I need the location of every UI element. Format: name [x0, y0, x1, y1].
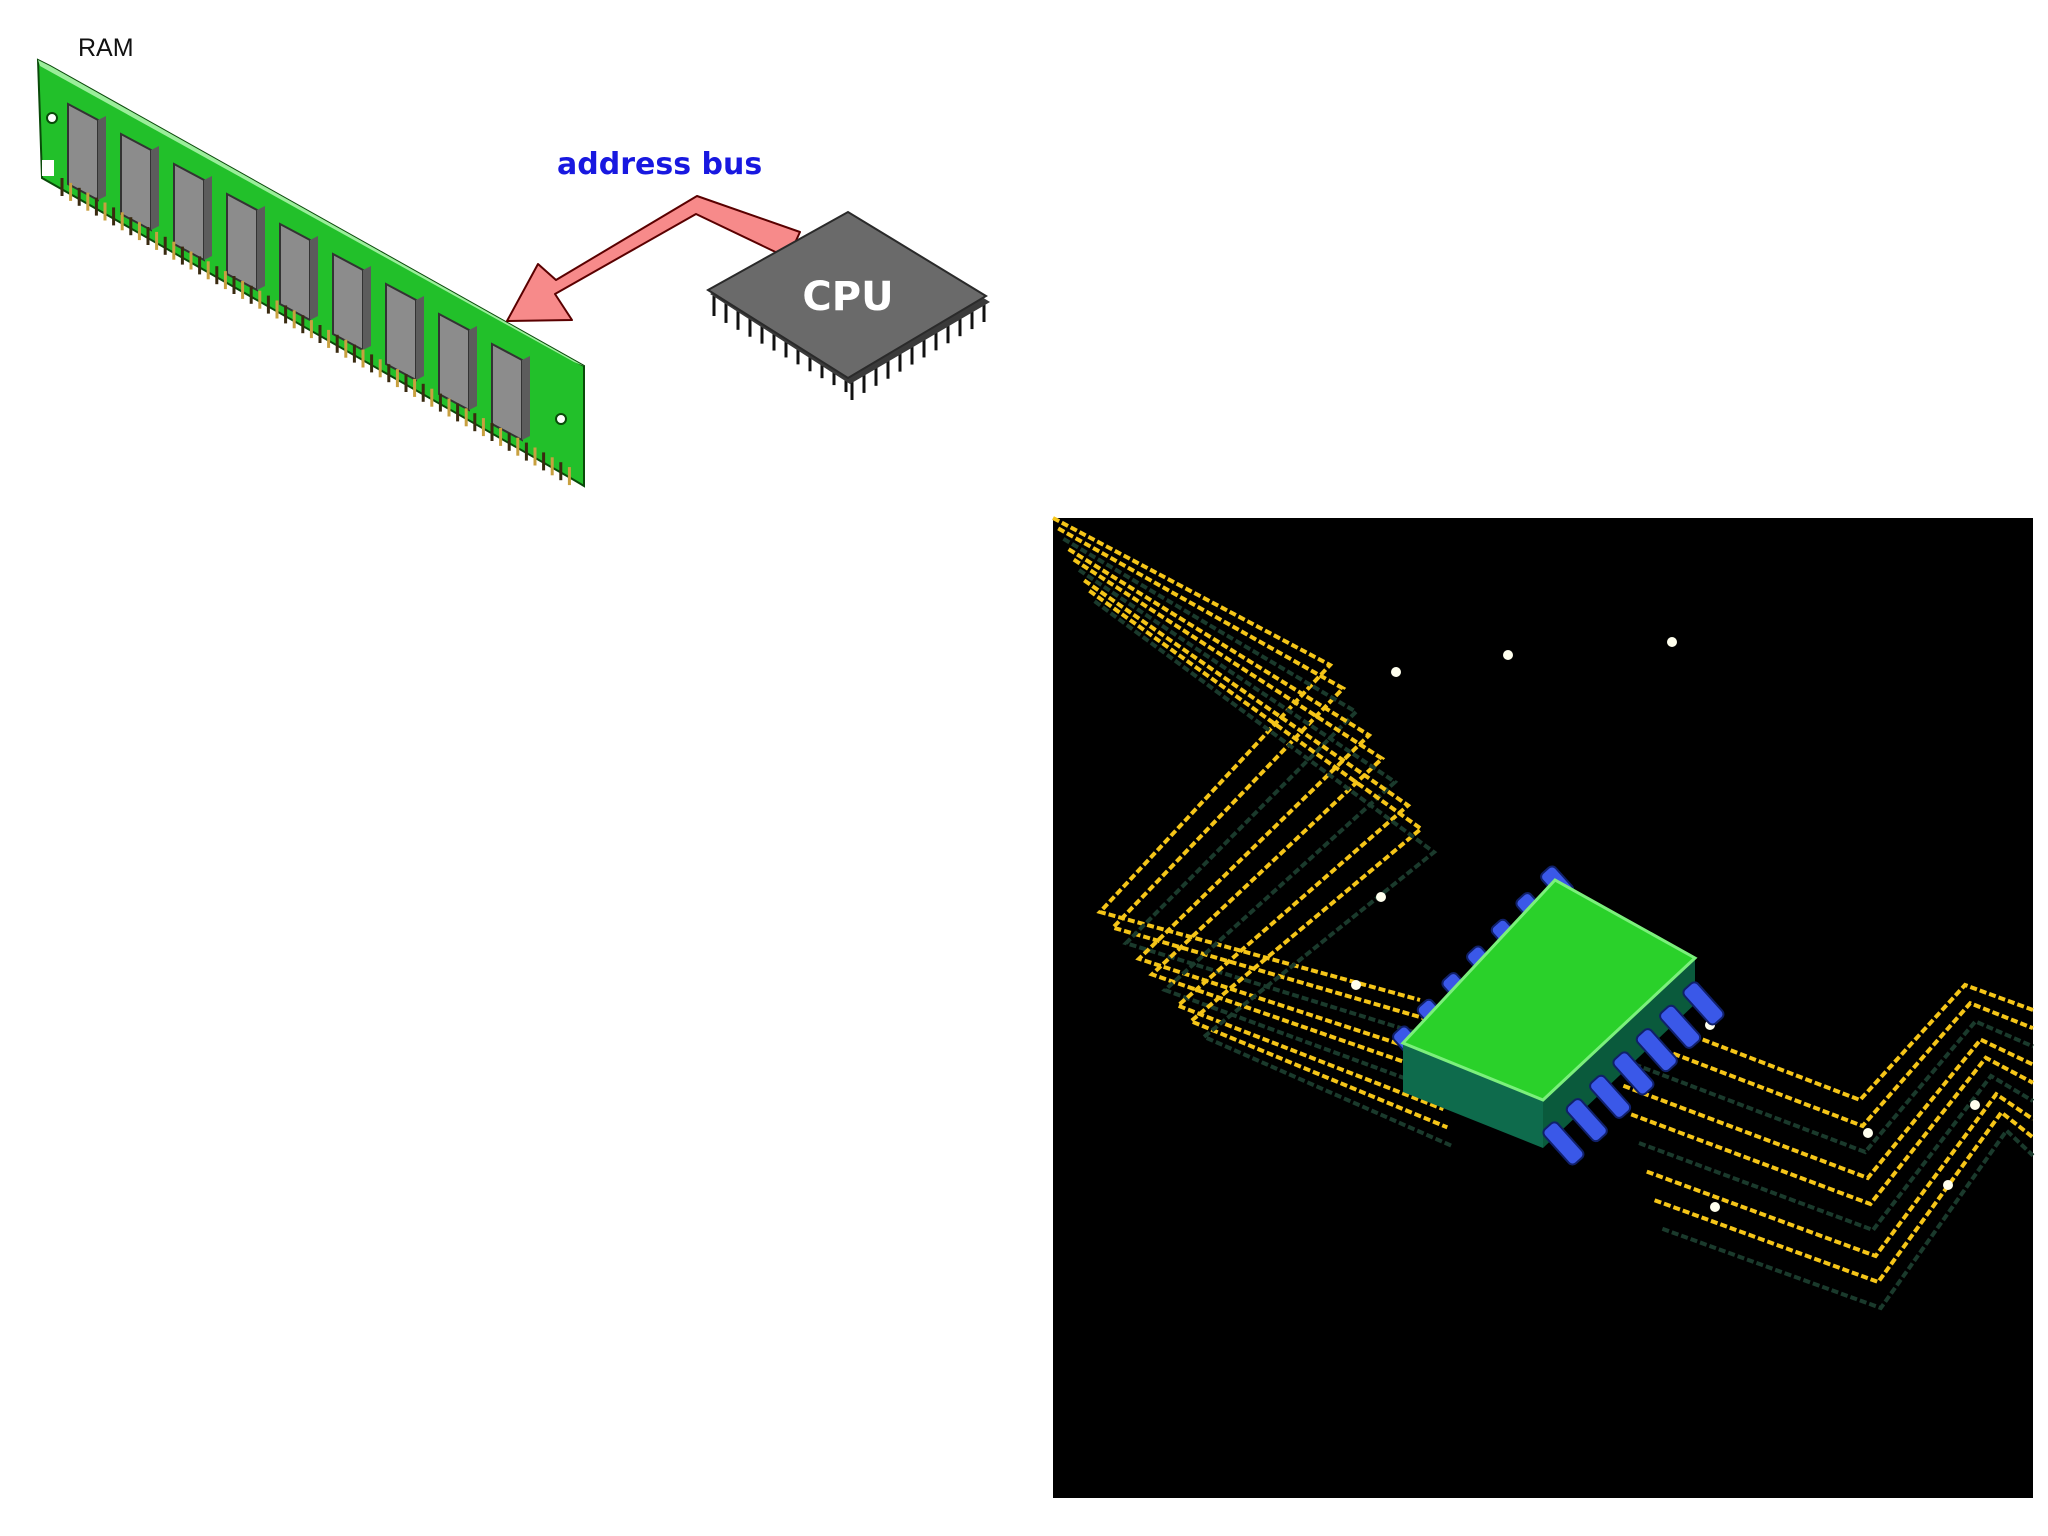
- ram-label: RAM: [78, 34, 134, 62]
- ic-chip-icon: [1392, 865, 1725, 1166]
- bent-arrow-icon: [506, 195, 801, 322]
- circuit-trace: [1607, 1000, 2034, 1129]
- circuit-trace: [1077, 568, 1441, 1093]
- ram-chip: [67, 102, 99, 202]
- signal-dot: [1943, 1180, 1953, 1190]
- circuit-trace: [1638, 1073, 2035, 1233]
- circuit-trace: [1093, 599, 1453, 1148]
- ram-contacts: [60, 178, 571, 486]
- signal-dot: [1667, 637, 1677, 647]
- circuit-traces: [1052, 516, 2035, 1311]
- signal-dots: [1351, 637, 1980, 1212]
- ram-chip: [173, 162, 205, 262]
- circuit-trace: [1646, 1091, 2035, 1259]
- circuit-trace: [1067, 547, 1433, 1057]
- circuit-trace: [1062, 537, 1429, 1039]
- signal-dot: [1351, 980, 1361, 990]
- circuit-trace: [1614, 1018, 2034, 1155]
- circuit-board-panel: [1052, 516, 2035, 1498]
- address-bus-label: address bus: [557, 147, 762, 182]
- circuit-trace: [1088, 589, 1449, 1130]
- cpu-label: CPU: [802, 274, 893, 320]
- cpu-chip-icon: [706, 210, 990, 400]
- circuit-trace: [1599, 982, 2034, 1103]
- circuit-trace: [1653, 1109, 2035, 1285]
- ram-chip: [491, 342, 523, 442]
- signal-dot: [1391, 667, 1401, 677]
- signal-dot: [1710, 1202, 1720, 1212]
- ram-stick-icon: [36, 58, 585, 488]
- circuit-trace: [1661, 1127, 2035, 1311]
- ram-chip: [120, 132, 152, 232]
- signal-dot: [1376, 892, 1386, 902]
- ram-chip: [385, 282, 417, 382]
- circuit-trace: [1052, 516, 1421, 1002]
- circuit-trace: [1083, 578, 1445, 1112]
- signal-dot: [1503, 650, 1513, 660]
- signal-dot: [1970, 1100, 1980, 1110]
- signal-dot: [1863, 1128, 1873, 1138]
- ram-chips: [67, 102, 530, 442]
- circuit-trace: [1057, 526, 1425, 1021]
- ram-chip: [438, 312, 470, 412]
- ram-chip: [226, 192, 258, 292]
- circuit-trace: [1622, 1037, 2034, 1181]
- circuit-trace: [1072, 557, 1437, 1075]
